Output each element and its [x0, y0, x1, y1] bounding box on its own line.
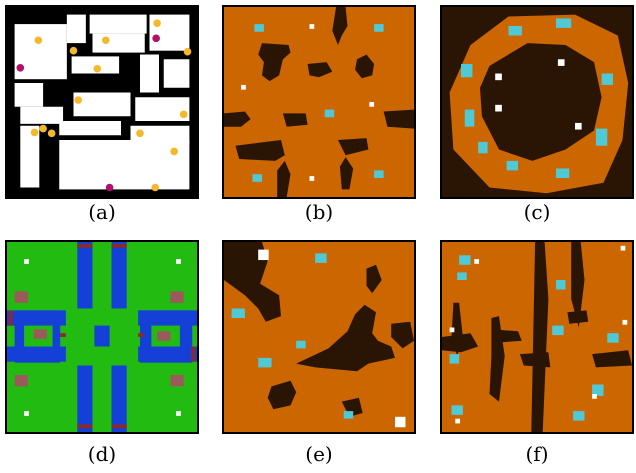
- caption-c: (c): [523, 200, 551, 224]
- gridworld-map-a: [7, 7, 197, 197]
- panel-b-four-rooms: [222, 5, 416, 199]
- yellow-agents: [30, 19, 192, 192]
- panel-a-gridworld: [5, 5, 199, 199]
- caption-e: (e): [305, 442, 333, 466]
- panel-e-open-field: [222, 240, 416, 434]
- caption-f: (f): [525, 442, 549, 466]
- caption-d: (d): [87, 442, 117, 466]
- panel-f-corridors: [440, 240, 634, 434]
- panel-d-heatmap: [5, 240, 199, 434]
- caption-b: (b): [304, 200, 334, 224]
- magenta-targets: [16, 34, 160, 192]
- panel-c-ring-map: [440, 5, 634, 199]
- caption-a: (a): [88, 200, 116, 224]
